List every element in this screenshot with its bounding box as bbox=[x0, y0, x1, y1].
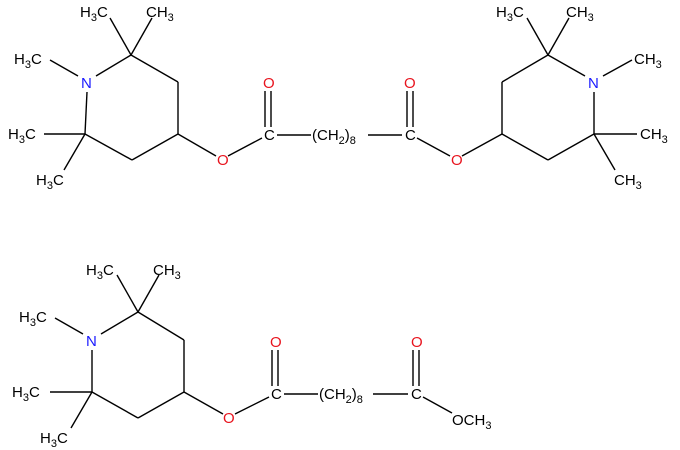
methyl-label: H3C bbox=[12, 384, 40, 404]
carbonyl-carbon: C bbox=[271, 386, 282, 403]
methyl-label: H3C bbox=[36, 172, 64, 192]
carbonyl-carbon: C bbox=[411, 386, 422, 403]
methyl-label: CH3 bbox=[153, 262, 181, 282]
chain-label: (CH2)8 bbox=[312, 127, 356, 147]
methyl-label: CH3 bbox=[614, 172, 642, 192]
carbonyl-oxygen: O bbox=[263, 75, 275, 92]
n-methyl-label: CH3 bbox=[634, 51, 662, 71]
ester-oxygen: O bbox=[451, 152, 463, 169]
carbonyl-oxygen: O bbox=[404, 75, 416, 92]
methoxy-label: OCH3 bbox=[452, 412, 491, 432]
left-piperidine-ring bbox=[44, 17, 263, 171]
n-methyl-label: H3C bbox=[14, 51, 42, 71]
methyl-label: H3C bbox=[80, 4, 108, 24]
right-piperidine-ring bbox=[501, 17, 637, 171]
methyl-label: H3C bbox=[86, 262, 114, 282]
methyl-label: H3C bbox=[496, 4, 524, 24]
molecule-1: H3C CH3 H3C N H3C H3C O O C (CH2)8 C O O… bbox=[8, 4, 668, 192]
methyl-label: CH3 bbox=[640, 126, 668, 146]
ester-oxygen: O bbox=[217, 152, 229, 169]
nitrogen-atom: N bbox=[86, 333, 97, 350]
ester-oxygen: O bbox=[223, 410, 235, 427]
nitrogen-atom: N bbox=[588, 75, 599, 92]
molecule-2: H3C CH3 H3C N H3C H3C O O C (CH2)8 C O O… bbox=[12, 262, 491, 450]
n-methyl-label: H3C bbox=[19, 309, 47, 329]
carbonyl-oxygen: O bbox=[270, 334, 282, 351]
carbonyl-oxygen: O bbox=[411, 334, 423, 351]
nitrogen-atom: N bbox=[81, 75, 92, 92]
carbonyl-carbon: C bbox=[405, 127, 416, 144]
chain-label: (CH2)8 bbox=[319, 386, 363, 406]
carbonyl-carbon: C bbox=[264, 127, 275, 144]
methyl-label: H3C bbox=[40, 430, 68, 450]
methyl-label: H3C bbox=[8, 126, 36, 146]
methyl-label: CH3 bbox=[566, 4, 594, 24]
methyl-label: CH3 bbox=[146, 4, 174, 24]
